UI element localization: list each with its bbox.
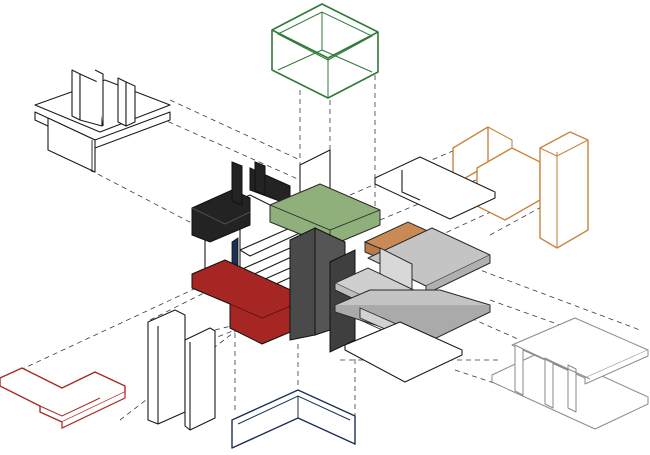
exploded-part-bottom-right-grey xyxy=(491,317,649,430)
tall-panel-left xyxy=(147,309,186,425)
fin-face xyxy=(125,81,136,127)
navy-outline-corner xyxy=(231,389,356,449)
grey-outline-edges xyxy=(522,348,591,380)
exploded-part-bottom-navy xyxy=(231,389,356,449)
red-outline-edge xyxy=(61,392,126,429)
box-floor-edge xyxy=(321,49,373,73)
black-fin xyxy=(231,161,243,206)
fin xyxy=(94,69,104,126)
red-outline-step xyxy=(39,397,101,417)
fin xyxy=(117,77,127,127)
exploded-part-tall-l-panel xyxy=(147,309,216,431)
fin-face xyxy=(79,73,103,127)
projection-line xyxy=(214,309,296,331)
grey-outline-fin xyxy=(514,344,524,396)
orange-tower-edges xyxy=(539,139,589,248)
exploded-part-top-right-orange xyxy=(452,126,589,249)
exploded-part-white-base xyxy=(344,321,463,383)
projection-line xyxy=(489,204,546,236)
orange-tower xyxy=(539,131,589,249)
green-block xyxy=(269,183,381,247)
projection-line xyxy=(429,299,521,341)
exploded-part-top-left xyxy=(34,69,171,173)
projection-line xyxy=(89,169,206,231)
red-slab-edge xyxy=(229,303,296,319)
shelf-fin xyxy=(401,170,421,201)
projection-line xyxy=(19,269,236,371)
box-inner-rim xyxy=(276,11,374,61)
grey-outline-fin xyxy=(567,364,577,413)
tall-panel-right xyxy=(184,327,216,431)
red-slab xyxy=(191,259,296,345)
projection-line xyxy=(149,289,211,321)
charcoal-column xyxy=(289,227,316,341)
fin xyxy=(71,69,81,121)
red-outline-slab xyxy=(0,367,126,423)
central-assembly xyxy=(191,149,491,353)
back-wall xyxy=(47,117,96,173)
black-edge xyxy=(191,207,251,225)
charcoal-panel xyxy=(329,249,356,353)
exploded-part-bottom-left-red xyxy=(0,367,126,429)
projection-line xyxy=(159,117,301,181)
projection-line xyxy=(169,99,301,161)
grey-outline-upper-edge xyxy=(584,350,649,385)
black-fin xyxy=(254,161,266,196)
white-base-edge xyxy=(344,345,463,383)
orange-edge xyxy=(487,126,513,148)
exploded-part-top-green-box xyxy=(271,3,379,99)
projection-line xyxy=(489,299,561,326)
exploded-part-white-shelf xyxy=(374,156,496,220)
grey-outline-fin xyxy=(544,357,554,409)
